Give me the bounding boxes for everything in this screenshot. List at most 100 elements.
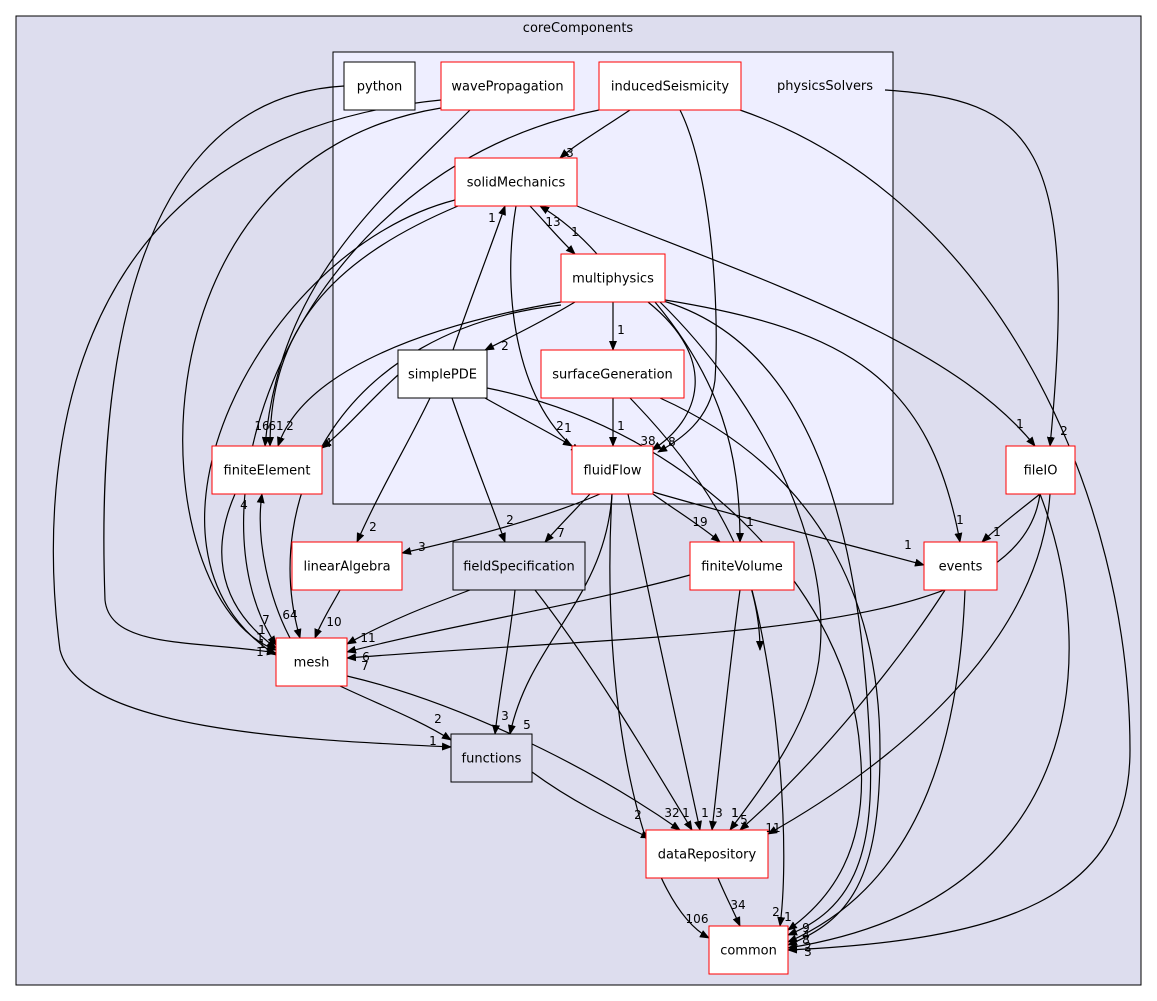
- node-label-fieldSpecification[interactable]: fieldSpecification: [463, 560, 575, 575]
- edge-label-simplePDE-to-solidMechanics[interactable]: 1: [488, 211, 496, 225]
- node-solidMechanics[interactable]: solidMechanics: [454, 157, 578, 207]
- edge-label-inducedSeismicity-to-fluidFlow[interactable]: 8: [668, 435, 676, 449]
- edge-label-fieldSpecification-to-functions[interactable]: 3: [501, 709, 509, 723]
- edge-label-multiphysics-to-finiteElement[interactable]: 2: [286, 419, 294, 433]
- edge-label-finiteVolume-to-common[interactable]: 2: [772, 905, 780, 919]
- edge-label-mesh-to-finiteElement[interactable]: 7: [262, 613, 270, 627]
- node-box-simplePDE[interactable]: [397, 349, 488, 399]
- node-simplePDE[interactable]: simplePDE: [397, 349, 488, 399]
- edge-label-finiteVolume-to-mesh[interactable]: 6: [362, 650, 370, 664]
- edge-label-fileIO-to-common[interactable]: 2: [804, 940, 812, 954]
- node-label-finiteVolume[interactable]: finiteVolume: [701, 560, 783, 575]
- edge-label-fluidFlow-to-dataRepository[interactable]: 1: [701, 806, 709, 820]
- node-label-inducedSeismicity[interactable]: inducedSeismicity: [611, 80, 730, 95]
- edge-label-fileIO-to-events[interactable]: 1: [993, 525, 1001, 539]
- node-box-wavePropagation[interactable]: [440, 61, 575, 111]
- node-label-python[interactable]: python: [357, 80, 402, 95]
- edge-label-fluidFlow-to-functions[interactable]: 5: [523, 718, 531, 732]
- edge-label-multiphysics-to-solidMechanics[interactable]: 13: [545, 215, 560, 229]
- edge-label-multiphysics-to-dataRepository[interactable]: 1: [731, 806, 739, 820]
- edge-label-fieldSpecification-to-dataRepository[interactable]: 1: [682, 806, 690, 820]
- node-box-finiteVolume[interactable]: [689, 541, 795, 591]
- edge-label-multiphysics-to-events[interactable]: 1: [956, 513, 964, 527]
- edge-label-python-to-mesh[interactable]: 1: [258, 637, 266, 651]
- edge-label-physicsSolvers-to-common[interactable]: 3: [804, 945, 812, 959]
- edge-label-linearAlgebra-to-mesh[interactable]: 10: [326, 615, 341, 629]
- edge-label-simplePDE-to-common[interactable]: 1: [784, 910, 792, 924]
- node-label-functions[interactable]: functions: [462, 752, 522, 767]
- edge-label-inducedSeismicity-to-mesh[interactable]: 1: [258, 623, 266, 637]
- node-label-mesh[interactable]: mesh: [294, 656, 330, 671]
- edge-label-fieldSpecification-to-mesh[interactable]: 11: [360, 631, 375, 645]
- edge-label-physicsSolvers-to-fileIO[interactable]: 2: [1060, 424, 1068, 438]
- node-box-dataRepository[interactable]: [645, 829, 769, 879]
- node-label-events[interactable]: events: [939, 560, 983, 575]
- edge-label-multiphysics-to-surfaceGeneration[interactable]: 1: [617, 323, 625, 337]
- node-label-solidMechanics[interactable]: solidMechanics: [467, 176, 566, 191]
- node-fieldSpecification[interactable]: fieldSpecification: [452, 541, 586, 591]
- edge-label-events-to-common[interactable]: 4: [802, 928, 810, 942]
- node-label-simplePDE[interactable]: simplePDE: [408, 368, 477, 383]
- edge-label-surfaceGeneration-to-dataRepository[interactable]: 1: [731, 806, 739, 820]
- edge-label-mesh-to-dataRepository[interactable]: 32: [664, 806, 679, 820]
- node-multiphysics[interactable]: multiphysics: [560, 253, 666, 303]
- node-label-linearAlgebra[interactable]: linearAlgebra: [303, 560, 390, 575]
- edge-label-multiphysics-to-common[interactable]: 9: [802, 921, 810, 935]
- node-label-common[interactable]: common: [720, 944, 777, 959]
- node-box-surfaceGeneration[interactable]: [540, 349, 685, 399]
- node-common[interactable]: common: [708, 925, 789, 975]
- edge-label-surfaceGeneration-to-fluidFlow[interactable]: 1: [617, 419, 625, 433]
- node-label-fluidFlow[interactable]: fluidFlow: [584, 464, 642, 479]
- edge-label-solidMechanics-to-finiteElement[interactable]: 61: [268, 419, 283, 433]
- edge-label-fluidFlow-to-common[interactable]: 106: [686, 912, 709, 926]
- edge-label-simplePDE-to-fluidFlow[interactable]: 2: [556, 419, 564, 433]
- node-label-wavePropagation[interactable]: wavePropagation: [451, 80, 563, 95]
- edge-label-fileIO-to-dataRepository[interactable]: 11: [765, 821, 780, 835]
- edge-label-fluidFlow-to-fieldSpecification[interactable]: 7: [557, 526, 565, 540]
- edge-label-fluidFlow-to-events[interactable]: 1: [904, 538, 912, 552]
- edge-label-simplePDE-to-fieldSpecification[interactable]: 2: [506, 513, 514, 527]
- node-label-dataRepository[interactable]: dataRepository: [658, 848, 757, 863]
- node-finiteElement[interactable]: finiteElement: [211, 445, 323, 495]
- edge-label-multiphysics-to-fluidFlow[interactable]: 38: [640, 434, 655, 448]
- node-box-solidMechanics[interactable]: [454, 157, 578, 207]
- node-dataRepository[interactable]: dataRepository: [645, 829, 769, 879]
- node-finiteVolume[interactable]: finiteVolume: [689, 541, 795, 591]
- node-box-mesh[interactable]: [275, 637, 348, 687]
- edge-label-fluidFlow-to-finiteVolume[interactable]: 19: [692, 515, 707, 529]
- edge-label-wavePropagation-to-finiteElement[interactable]: 16: [254, 419, 269, 433]
- node-label-surfaceGeneration[interactable]: surfaceGeneration: [552, 368, 673, 383]
- edge-label-functions-to-dataRepository[interactable]: 2: [634, 808, 642, 822]
- edge-label-solidMechanics-to-fluidFlow[interactable]: 1: [564, 421, 572, 435]
- edge-label-simplePDE-to-linearAlgebra[interactable]: 2: [369, 520, 377, 534]
- node-surfaceGeneration[interactable]: surfaceGeneration: [540, 349, 685, 399]
- node-box-fileIO[interactable]: [1005, 445, 1076, 495]
- edge-label-inducedSeismicity-to-solidMechanics[interactable]: 3: [566, 146, 574, 160]
- edge-label-fluidFlow-to-linearAlgebra[interactable]: 3: [418, 540, 426, 554]
- edge-label-surfaceGeneration-to-common[interactable]: 8: [802, 933, 810, 947]
- edge-label-solidMechanics-to-multiphysics[interactable]: 1: [571, 225, 579, 239]
- node-wavePropagation[interactable]: wavePropagation: [440, 61, 575, 111]
- edge-label-events-to-dataRepository[interactable]: 5: [740, 813, 748, 827]
- edge-label-finiteElement-to-mesh[interactable]: 4: [240, 498, 248, 512]
- edge-label-finiteVolume-to-dataRepository[interactable]: 3: [715, 806, 723, 820]
- edge-label-simplePDE-to-finiteElement[interactable]: 4: [324, 436, 332, 450]
- node-label-fileIO[interactable]: fileIO: [1024, 464, 1058, 479]
- node-box-multiphysics[interactable]: [560, 253, 666, 303]
- edge-label-multiphysics-to-simplePDE[interactable]: 2: [501, 339, 509, 353]
- edge-label-solidMechanics-to-fileIO[interactable]: 1: [1016, 417, 1024, 431]
- cluster-label-physics-solvers[interactable]: physicsSolvers: [777, 79, 873, 94]
- node-box-functions[interactable]: [450, 733, 533, 783]
- edge-label-mesh-to-functions[interactable]: 2: [434, 712, 442, 726]
- edge-label-wavePropagation-to-mesh[interactable]: 1: [256, 631, 264, 645]
- node-label-finiteElement[interactable]: finiteElement: [224, 464, 311, 479]
- node-box-common[interactable]: [708, 925, 789, 975]
- edge-label-fileIO-to-mesh[interactable]: 7: [361, 659, 369, 673]
- edge-label-wavePropagation-to-functions[interactable]: 1: [429, 734, 437, 748]
- node-inducedSeismicity[interactable]: inducedSeismicity: [598, 61, 742, 111]
- node-functions[interactable]: functions: [450, 733, 533, 783]
- node-fileIO[interactable]: fileIO: [1005, 445, 1076, 495]
- node-label-multiphysics[interactable]: multiphysics: [572, 272, 654, 287]
- node-python[interactable]: python: [343, 61, 416, 111]
- edge-label-solidMechanics-to-mesh[interactable]: 1: [256, 645, 264, 659]
